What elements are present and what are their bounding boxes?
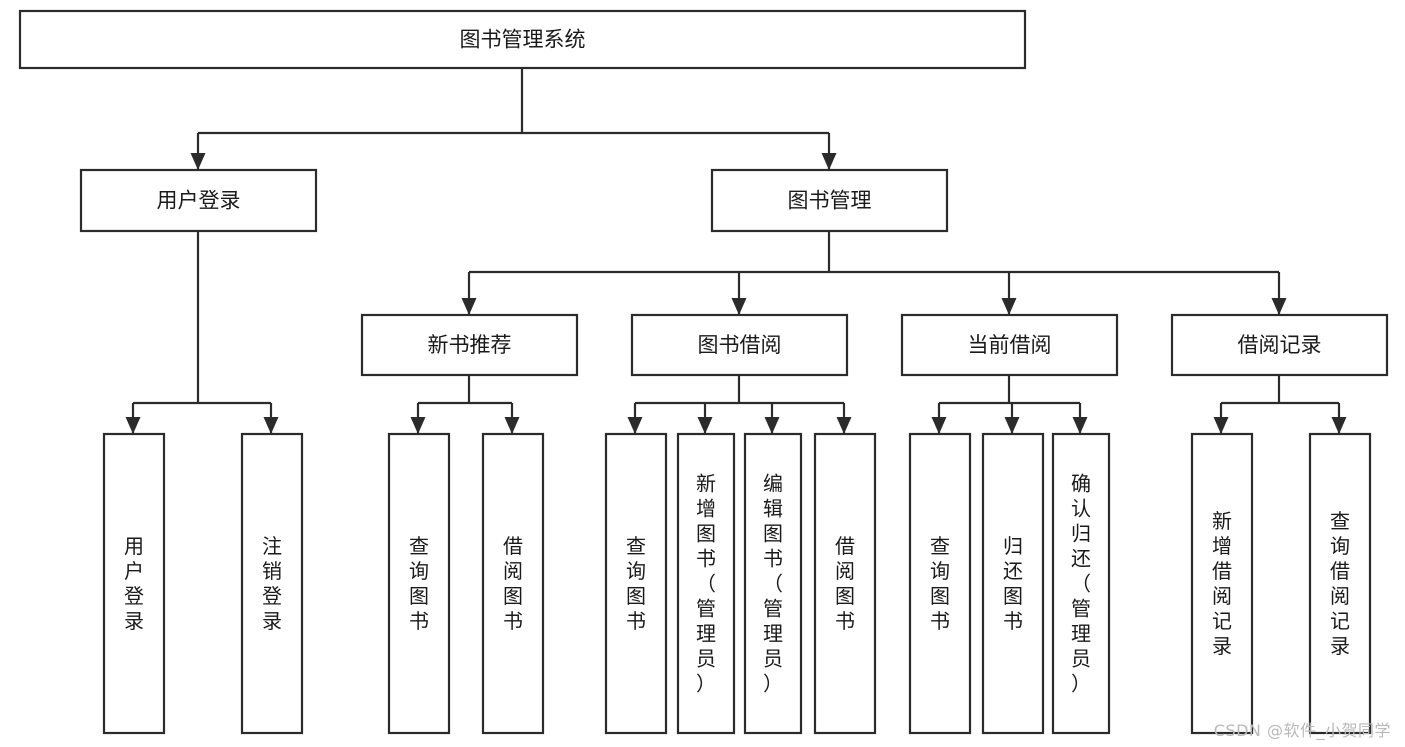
node-leaf-logout[interactable]: 注销登录 [240, 432, 304, 735]
node-leaf-query-book-3-box[interactable] [908, 432, 972, 735]
node-user-login-label: 用户登录 [157, 189, 241, 213]
node-current-borrow[interactable]: 当前借阅 [900, 313, 1119, 377]
node-leaf-query-book-1[interactable]: 查询图书 [387, 432, 451, 735]
node-user-login-box[interactable] [79, 168, 318, 233]
edge-root-to-level2 [190, 68, 837, 170]
node-leaf-query-book-2[interactable]: 查询图书 [604, 432, 668, 735]
edges-layer [125, 68, 1347, 434]
node-new-book-recommend[interactable]: 新书推荐 [360, 313, 579, 377]
node-user-login[interactable]: 用户登录 [79, 168, 318, 233]
arrow-head-icon [1001, 298, 1017, 315]
nodes-layer: 图书管理系统用户登录图书管理新书推荐图书借阅当前借阅借阅记录用户登录注销登录查询… [18, 9, 1389, 735]
node-leaf-edit-book-label: 编辑图书（管理员） [763, 472, 783, 696]
node-current-borrow-box[interactable] [900, 313, 1119, 377]
arrow-head-icon [190, 153, 206, 170]
arrow-head-icon [836, 417, 852, 434]
node-leaf-add-book-label: 新增图书（管理员） [696, 472, 716, 696]
node-current-borrow-label: 当前借阅 [968, 333, 1052, 357]
node-leaf-query-record-label: 查询借阅记录 [1330, 509, 1350, 658]
edge-userlogin-to-leaves [125, 231, 279, 434]
node-leaf-logout-label: 注销登录 [262, 534, 282, 633]
arrow-head-icon [125, 417, 141, 434]
arrow-head-icon [821, 153, 837, 170]
arrow-head-icon [1072, 417, 1088, 434]
node-leaf-query-book-1-label: 查询图书 [409, 534, 429, 633]
node-leaf-add-record-label: 新增借阅记录 [1212, 509, 1232, 658]
node-leaf-user-login-box[interactable] [102, 432, 166, 735]
node-leaf-user-login-label: 用户登录 [124, 534, 144, 633]
edge-bookmanage-to-level3 [461, 231, 1287, 315]
node-leaf-add-record[interactable]: 新增借阅记录 [1190, 432, 1254, 735]
node-leaf-return-book-label: 归还图书 [1003, 534, 1023, 633]
arrow-head-icon [504, 417, 520, 434]
node-root[interactable]: 图书管理系统 [18, 9, 1027, 70]
node-borrow-record-label: 借阅记录 [1238, 333, 1322, 357]
arrow-head-icon [1213, 417, 1229, 434]
node-leaf-query-book-2-box[interactable] [604, 432, 668, 735]
node-leaf-add-book-box[interactable] [676, 432, 736, 735]
node-leaf-edit-book-box[interactable] [743, 432, 803, 735]
edge-currentborrow-to-leaves [931, 375, 1088, 434]
node-book-manage-box[interactable] [710, 168, 949, 233]
arrow-head-icon [1004, 417, 1020, 434]
arrow-head-icon [697, 417, 713, 434]
node-leaf-borrow-book-1-label: 借阅图书 [503, 534, 523, 633]
edge-recommend-to-leaves [410, 375, 520, 434]
node-leaf-query-record-box[interactable] [1308, 432, 1372, 735]
node-root-box[interactable] [18, 9, 1027, 70]
edge-bookborrow-to-leaves [627, 375, 852, 434]
node-leaf-query-record[interactable]: 查询借阅记录 [1308, 432, 1372, 735]
node-leaf-user-login[interactable]: 用户登录 [102, 432, 166, 735]
node-book-borrow[interactable]: 图书借阅 [630, 313, 849, 377]
node-book-borrow-label: 图书借阅 [698, 333, 782, 357]
node-leaf-return-book[interactable]: 归还图书 [981, 432, 1045, 735]
arrow-head-icon [627, 417, 643, 434]
node-leaf-borrow-book-1-box[interactable] [481, 432, 545, 735]
node-leaf-logout-box[interactable] [240, 432, 304, 735]
node-book-manage-label: 图书管理 [788, 189, 872, 213]
arrow-head-icon [931, 417, 947, 434]
node-leaf-return-book-box[interactable] [981, 432, 1045, 735]
node-new-book-recommend-box[interactable] [360, 313, 579, 377]
node-leaf-add-record-box[interactable] [1190, 432, 1254, 735]
node-leaf-query-book-1-box[interactable] [387, 432, 451, 735]
arrow-head-icon [263, 417, 279, 434]
node-leaf-add-book[interactable]: 新增图书（管理员） [676, 432, 736, 735]
node-leaf-edit-book[interactable]: 编辑图书（管理员） [743, 432, 803, 735]
arrow-head-icon [461, 298, 477, 315]
arrow-head-icon [1331, 417, 1347, 434]
arrow-head-icon [764, 417, 780, 434]
node-leaf-query-book-3[interactable]: 查询图书 [908, 432, 972, 735]
arrow-head-icon [731, 298, 747, 315]
node-borrow-record-box[interactable] [1170, 313, 1389, 377]
node-leaf-confirm-return[interactable]: 确认归还（管理员） [1051, 432, 1111, 735]
node-leaf-borrow-book-1[interactable]: 借阅图书 [481, 432, 545, 735]
arrow-head-icon [410, 417, 426, 434]
node-leaf-query-book-3-label: 查询图书 [930, 534, 950, 633]
node-root-label: 图书管理系统 [460, 28, 586, 52]
node-leaf-confirm-return-box[interactable] [1051, 432, 1111, 735]
node-leaf-borrow-book-2[interactable]: 借阅图书 [813, 432, 877, 735]
node-leaf-borrow-book-2-box[interactable] [813, 432, 877, 735]
node-borrow-record[interactable]: 借阅记录 [1170, 313, 1389, 377]
node-leaf-query-book-2-label: 查询图书 [626, 534, 646, 633]
node-leaf-confirm-return-label: 确认归还（管理员） [1071, 472, 1091, 696]
edge-borrowrecord-to-leaves [1213, 375, 1347, 434]
node-book-manage[interactable]: 图书管理 [710, 168, 949, 233]
node-new-book-recommend-label: 新书推荐 [428, 333, 512, 357]
node-leaf-borrow-book-2-label: 借阅图书 [835, 534, 855, 633]
node-book-borrow-box[interactable] [630, 313, 849, 377]
arrow-head-icon [1271, 298, 1287, 315]
csdn-watermark: CSDN @软件_小贺同学 [1213, 721, 1391, 740]
